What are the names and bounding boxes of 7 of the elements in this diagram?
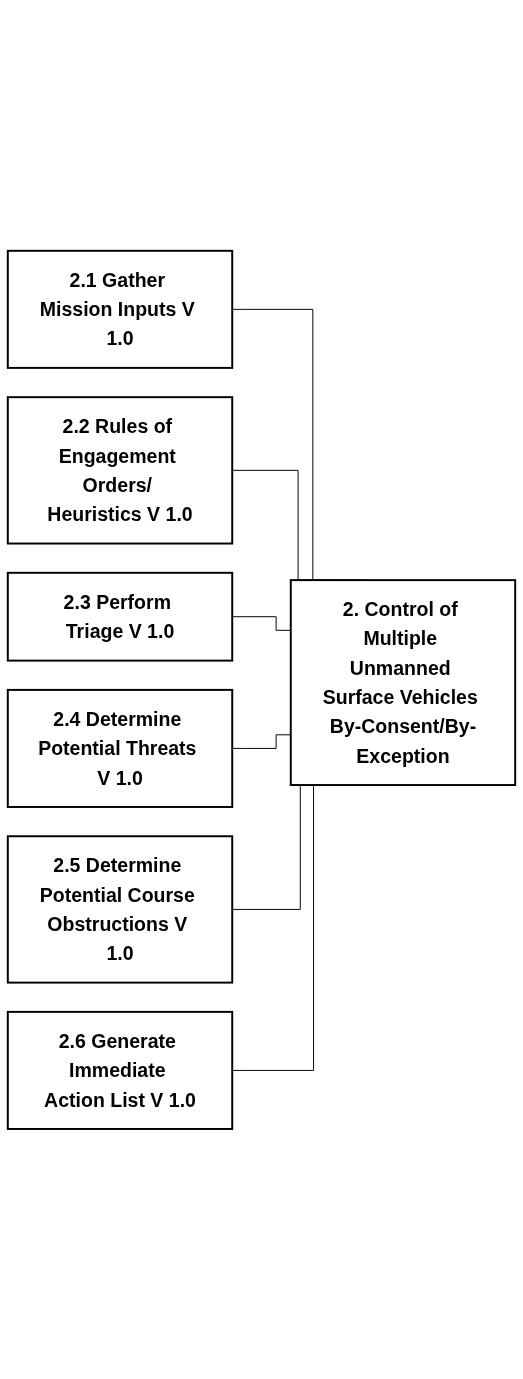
node-box: 2.4 Determine Potential Threats V 1.0 (6, 688, 234, 808)
node-box: 2.2 Rules of Engagement Orders/ Heuristics V 1.0 (6, 395, 234, 545)
node-box: 2.3 Perform Triage V 1.0 (6, 571, 234, 662)
node-box: 2. Control of Multiple Unmanned Surface Vehicles By-Consent/By-Exception (289, 578, 517, 786)
node-box: 2.1 Gather Mission Inputs V 1.0 (6, 249, 234, 369)
node-box: 2.5 Determine Potential Course Obstructions V 1.0 (6, 834, 234, 984)
node-box: 2.6 Generate Immediate Action List V 1.0 (6, 1010, 234, 1130)
